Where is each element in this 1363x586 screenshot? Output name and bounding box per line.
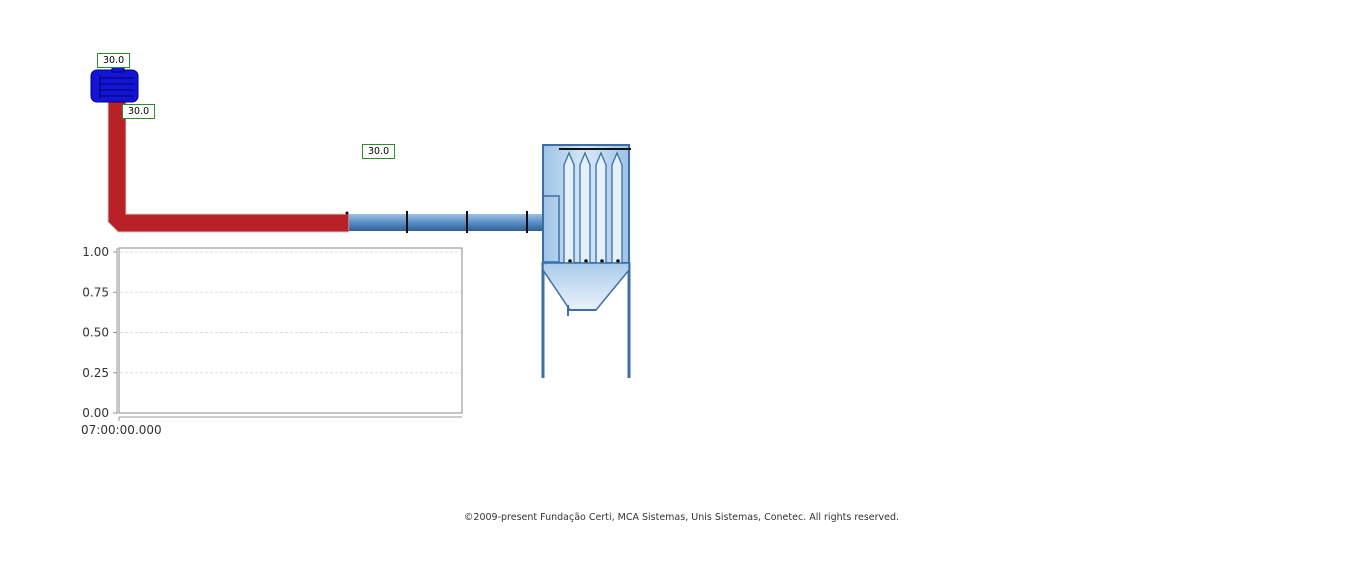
bag-filter-icon[interactable] <box>541 144 631 378</box>
blue-pipe[interactable] <box>345 211 544 233</box>
chart-plot-area <box>118 247 463 414</box>
chart-y-tick-label: 1.00 <box>82 245 109 259</box>
chart-y-tick-label: 0.50 <box>82 326 109 340</box>
motor-icon[interactable] <box>90 65 139 103</box>
duct-horizontal-value-tag[interactable]: 30.0 <box>362 144 396 159</box>
trend-chart: 0.00 0.25 0.50 0.75 1.00 07:00:00.000 <box>81 245 463 437</box>
chart-y-tick-label: 0.25 <box>82 366 109 380</box>
chart-y-axis: 0.00 0.25 0.50 0.75 1.00 <box>82 245 118 420</box>
motor-value-tag[interactable]: 30.0 <box>97 53 131 68</box>
chart-y-tick-label: 0.00 <box>82 406 109 420</box>
red-duct[interactable] <box>107 99 350 233</box>
chart-x-tick-label: 07:00:00.000 <box>81 423 162 437</box>
chart-y-tick-label: 0.75 <box>82 285 109 299</box>
duct-vertical-value-tag[interactable]: 30.0 <box>122 104 156 119</box>
chart-grid <box>120 251 461 374</box>
copyright-footer: ©2009-present Fundação Certi, MCA Sistem… <box>463 512 900 523</box>
